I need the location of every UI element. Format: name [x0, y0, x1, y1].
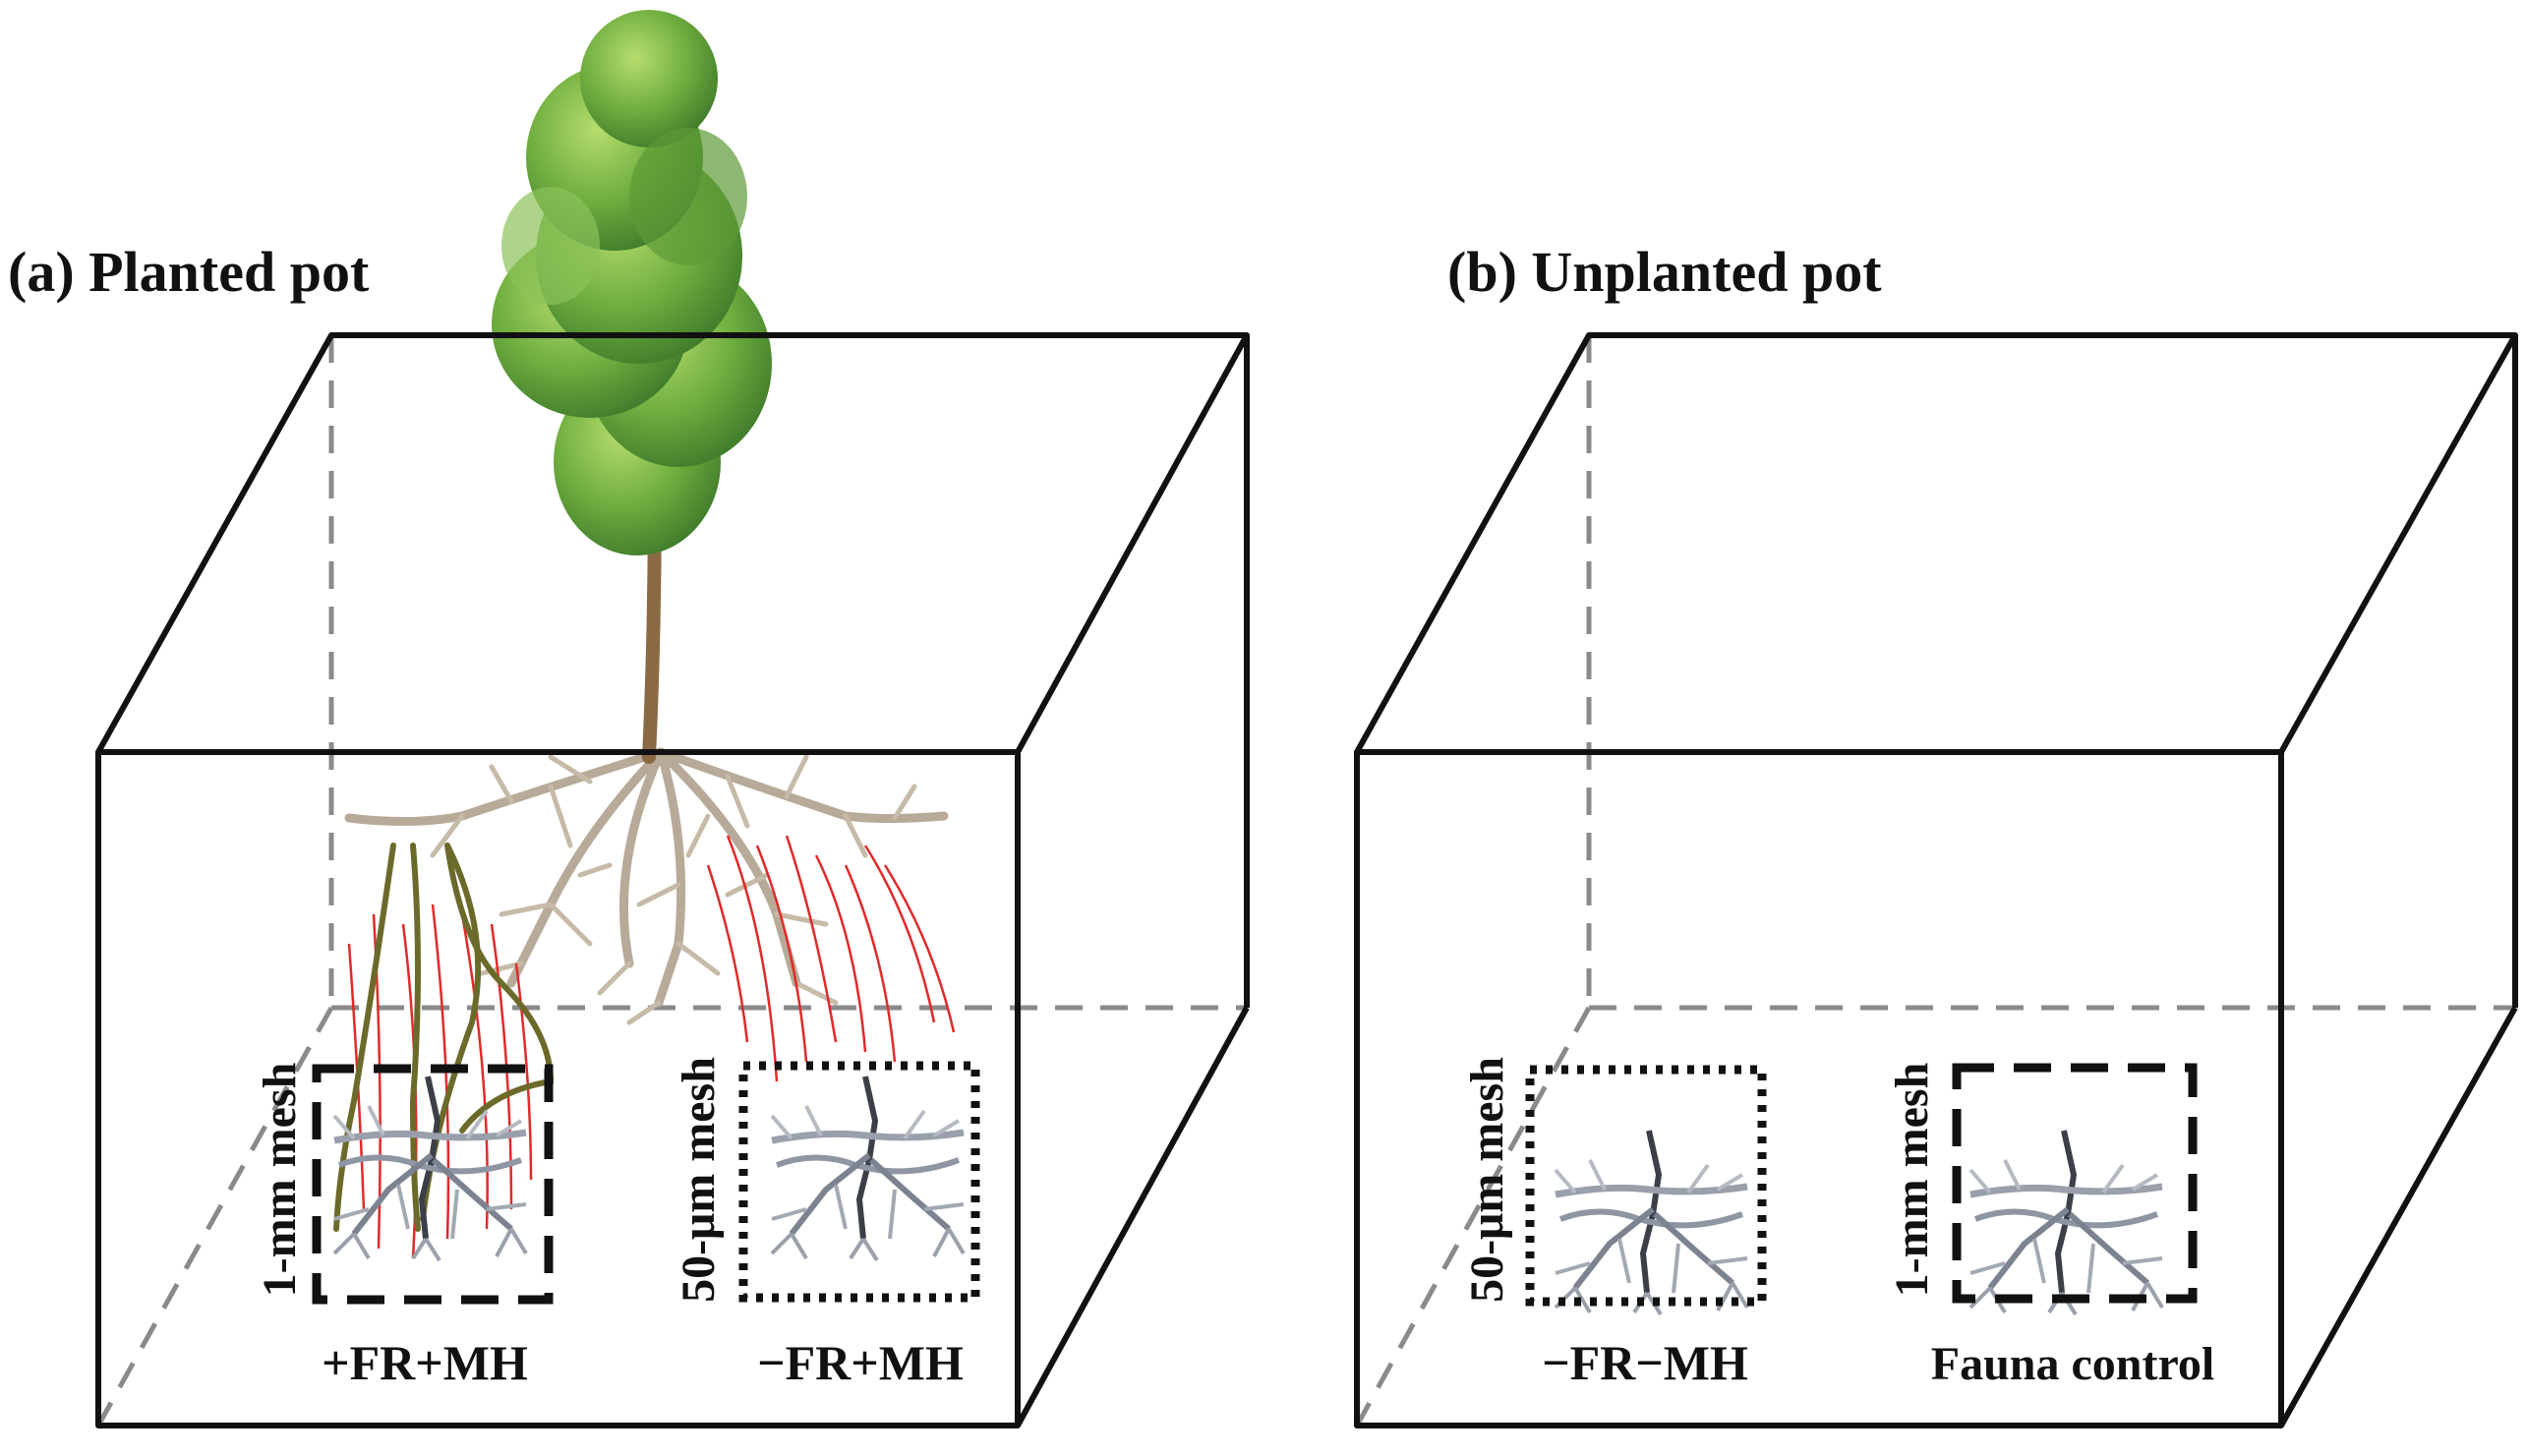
mesh-label-50um: 50-μm mesh — [673, 1057, 725, 1303]
mesh-label-50um: 50-μm mesh — [1461, 1057, 1513, 1303]
treatment-label-fr-mh: +FR+MH — [322, 1335, 528, 1390]
treatment-label-nofr-nomh: −FR−MH — [1542, 1335, 1748, 1390]
tree-illustration — [492, 10, 772, 764]
litter-roots-icon — [1556, 1131, 1747, 1314]
pot-b-hidden-edges — [1354, 335, 2515, 1427]
mesh-label-1mm: 1-mm mesh — [254, 1063, 306, 1298]
mesh-bag-50um — [738, 1061, 980, 1303]
mesh-label-1mm: 1-mm mesh — [1886, 1063, 1938, 1298]
panel-a-title: (a) Planted pot — [8, 240, 370, 304]
mesh-bag-1mm — [312, 1064, 554, 1305]
litter-roots-icon — [772, 1077, 964, 1260]
pot-a-edges — [95, 332, 1250, 1428]
root-system — [344, 747, 949, 1025]
mesh-bag-1mm — [1952, 1063, 2198, 1304]
litter-roots-icon — [1970, 1131, 2162, 1314]
fine-roots — [333, 843, 555, 1232]
panel-b-title: (b) Unplanted pot — [1447, 240, 1882, 304]
treatment-label-fauna-control: Fauna control — [1931, 1338, 2214, 1390]
treatment-label-nofr-mh: −FR+MH — [757, 1335, 964, 1390]
pot-a-hidden-edges — [95, 335, 1247, 1427]
panel-a: (a) Planted pot 1-mm mesh 50-μm mesh +FR… — [8, 10, 1250, 1428]
panel-b: (b) Unplanted pot 50-μm mesh 1-mm mesh −… — [1354, 240, 2518, 1428]
pot-b-edges — [1354, 332, 2518, 1428]
mesh-bag-50um — [1525, 1065, 1767, 1307]
